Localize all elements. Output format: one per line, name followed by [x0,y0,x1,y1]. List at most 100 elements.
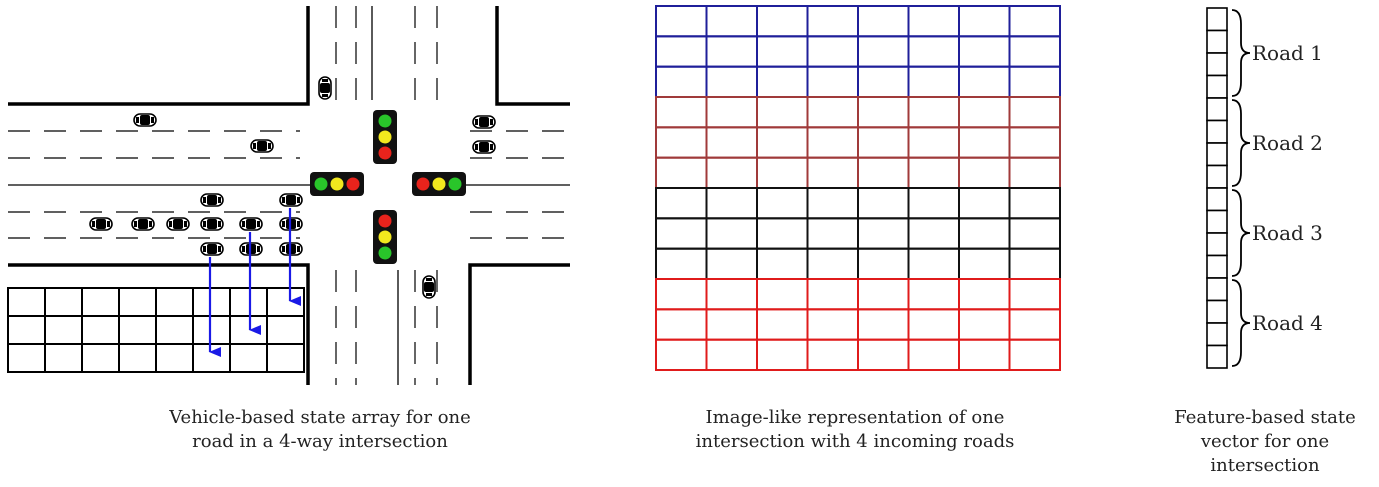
vector-cell [1206,344,1228,369]
grid-cell [857,338,910,371]
grid-cell [1008,96,1061,129]
grid-cell [857,35,910,68]
vector-cell [1206,119,1228,144]
grid-cell [806,5,859,38]
grid-cell [655,217,708,250]
grid-cell [806,187,859,220]
grid-cell [857,156,910,190]
light-red [346,177,360,191]
road-centre-lines [8,6,570,385]
road-block [655,96,1061,190]
intersection-scene [7,6,570,385]
road-block [655,187,1061,281]
light-green [378,114,392,128]
car-icon [89,217,113,231]
grid-cell [756,278,809,311]
grid-cell [1008,247,1061,281]
vector-cell [1206,277,1228,302]
road-edges [8,6,570,385]
state-cell [155,343,194,373]
curly-brace [1231,279,1251,367]
state-cell [229,343,268,373]
state-cell [81,343,120,373]
vector-cell [1206,322,1228,347]
grid-cell [857,278,910,311]
grid-cell [705,278,758,311]
road-label: Road 2 [1252,131,1323,155]
light-yellow [378,230,392,244]
grid-cell [907,338,960,371]
car-icon [318,76,332,100]
grid-cell [756,247,809,281]
grid-cell [958,35,1011,68]
light-red [378,214,392,228]
vector-cell [1206,232,1228,257]
grid-cell [655,35,708,68]
grid-cell [958,126,1011,159]
mapping-arrows [208,208,301,357]
grid-cell [655,5,708,38]
curly-brace [1231,99,1251,187]
vector-cell [1206,74,1228,99]
grid-cell [655,247,708,281]
grid-cell [907,278,960,311]
grid-cell [806,308,859,341]
grid-cell [705,96,758,129]
grid-cell [958,156,1011,190]
grid-cell [958,65,1011,98]
vector-cell [1206,97,1228,122]
curly-brace [1231,9,1251,97]
grid-cell [756,187,809,220]
car-icon [279,193,303,207]
grid-cell [806,278,859,311]
state-cell [155,315,194,345]
traffic-light-west [310,172,364,196]
grid-cell [958,278,1011,311]
grid-cell [857,5,910,38]
grid-cell [806,96,859,129]
grid-cell [958,338,1011,371]
state-cell [44,315,83,345]
grid-cell [705,187,758,220]
vector-cell [1206,52,1228,77]
grid-cell [857,96,910,129]
grid-cell [958,96,1011,129]
state-cell [192,315,231,345]
grid-cell [655,96,708,129]
state-cell [229,287,268,317]
grid-cell [958,5,1011,38]
grid-cell [907,35,960,68]
grid-cell [907,5,960,38]
car-icon [131,217,155,231]
vector-cell [1206,209,1228,234]
grid-cell [705,5,758,38]
image-like-grid [655,5,1061,371]
state-cell [266,343,305,373]
light-green [378,246,392,260]
grid-cell [907,247,960,281]
grid-cell [857,126,910,159]
grid-cell [958,247,1011,281]
light-red [416,177,430,191]
grid-cell [655,156,708,190]
vector-cell [1206,29,1228,54]
light-yellow [378,130,392,144]
car-icon [422,275,436,299]
grid-cell [857,217,910,250]
grid-cell [806,156,859,190]
grid-cell [1008,217,1061,250]
grid-cell [705,247,758,281]
grid-cell [806,126,859,159]
road-label: Road 1 [1252,41,1323,65]
car-icon [472,115,496,129]
state-cell [118,287,157,317]
light-green [448,177,462,191]
caption-line: vector for one [1200,431,1330,452]
grid-cell [857,65,910,98]
state-cell [44,343,83,373]
vector-cell [1206,299,1228,324]
grid-cell [1008,156,1061,190]
grid-cell [1008,308,1061,341]
